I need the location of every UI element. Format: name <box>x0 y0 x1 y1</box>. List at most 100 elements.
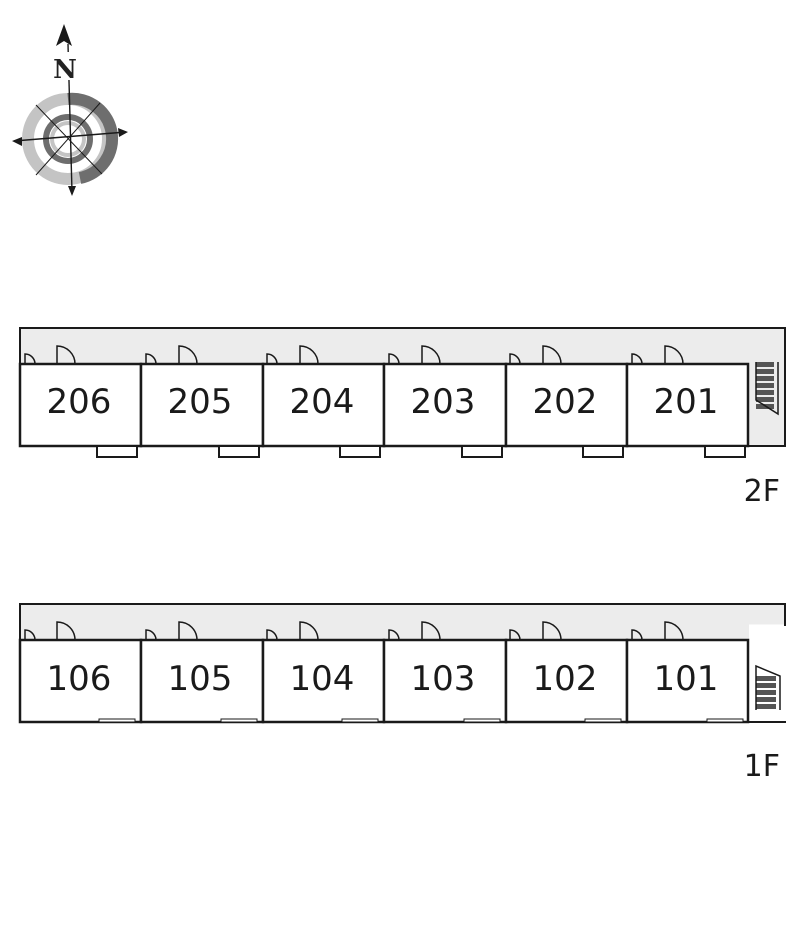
door-icon <box>631 353 643 365</box>
unit-number: 202 <box>533 382 598 422</box>
door-icon <box>631 629 643 641</box>
unit-106: 106 <box>18 621 143 724</box>
unit-room <box>382 638 508 724</box>
door-icon <box>24 629 36 641</box>
door-icon <box>299 345 319 365</box>
door-icon <box>299 621 319 641</box>
unit-203: 203 <box>382 345 508 458</box>
unit-204: 204 <box>261 345 386 458</box>
unit-number: 104 <box>290 659 355 699</box>
door-icon <box>56 621 76 641</box>
unit-104: 104 <box>261 621 386 724</box>
floor-2f: 206 205 204 203 202 <box>18 327 786 509</box>
door-icon <box>421 345 441 365</box>
corridor-1f-landing <box>749 604 785 624</box>
floor-label: 1F <box>744 749 780 784</box>
stairs-tread <box>756 383 774 388</box>
unit-205: 205 <box>139 345 265 458</box>
door-icon <box>24 353 36 365</box>
compass-diagonal-b <box>35 102 101 176</box>
unit-102: 102 <box>504 621 629 724</box>
window-icon <box>706 718 744 723</box>
unit-206: 206 <box>18 345 143 458</box>
window-icon <box>582 445 624 458</box>
door-icon <box>388 353 400 365</box>
unit-105: 105 <box>139 621 265 724</box>
door-icon <box>266 353 278 365</box>
north-label-bg <box>52 52 78 80</box>
stairs-tread <box>756 397 774 402</box>
unit-number: 102 <box>533 659 598 699</box>
unit-number: 203 <box>411 382 476 422</box>
west-arrow-icon <box>12 137 22 146</box>
door-icon <box>542 621 562 641</box>
unit-room <box>18 638 143 724</box>
door-icon <box>266 629 278 641</box>
unit-room <box>504 362 629 448</box>
stairs-tread <box>756 676 776 681</box>
door-icon <box>421 621 441 641</box>
stairs-tread <box>756 683 776 688</box>
unit-room <box>139 362 265 448</box>
stairs-1f <box>755 664 781 710</box>
unit-number: 201 <box>654 382 719 422</box>
door-icon <box>664 621 684 641</box>
window-icon <box>218 445 260 458</box>
stairs-rail <box>755 664 781 710</box>
unit-room <box>625 362 750 448</box>
window-icon <box>220 718 258 723</box>
unit-201: 201 <box>625 345 750 458</box>
door-icon <box>542 345 562 365</box>
stairs-tread <box>756 690 776 695</box>
window-icon <box>339 445 381 458</box>
unit-number: 206 <box>47 382 112 422</box>
stairs-tread <box>756 369 774 374</box>
stairs-rail <box>755 362 779 416</box>
floor-label: 2F <box>744 474 780 509</box>
unit-room <box>139 638 265 724</box>
north-label: N <box>53 55 77 85</box>
door-icon <box>509 353 521 365</box>
stairs-tread <box>756 697 776 702</box>
floor-1f: 106 105 104 103 102 <box>18 603 789 784</box>
unit-number: 101 <box>654 659 719 699</box>
window-icon <box>704 445 746 458</box>
unit-room <box>625 638 750 724</box>
compass: N <box>12 24 128 196</box>
unit-number: 204 <box>290 382 355 422</box>
unit-number: 205 <box>168 382 233 422</box>
door-icon <box>145 629 157 641</box>
unit-101: 101 <box>625 621 750 724</box>
compass-core <box>50 121 86 157</box>
door-icon <box>509 629 521 641</box>
window-icon <box>96 445 138 458</box>
unit-202: 202 <box>504 345 629 458</box>
unit-room <box>261 638 386 724</box>
window-icon <box>461 445 503 458</box>
stairs-tread <box>756 376 774 381</box>
window-icon <box>98 718 136 723</box>
window-icon <box>584 718 622 723</box>
window-icon <box>341 718 379 723</box>
unit-number: 106 <box>47 659 112 699</box>
door-icon <box>145 353 157 365</box>
door-icon <box>178 345 198 365</box>
unit-room <box>261 362 386 448</box>
door-icon <box>56 345 76 365</box>
door-icon <box>664 345 684 365</box>
north-arrow-icon <box>56 24 72 46</box>
unit-103: 103 <box>382 621 508 724</box>
unit-number: 105 <box>168 659 233 699</box>
compass-diagonal-a <box>35 104 103 175</box>
stairs-tread <box>756 390 774 395</box>
unit-number: 103 <box>411 659 476 699</box>
east-arrow-icon <box>118 128 128 137</box>
window-icon <box>463 718 501 723</box>
south-arrow-icon <box>68 186 76 196</box>
stairs-2f <box>755 362 779 416</box>
door-icon <box>178 621 198 641</box>
door-icon <box>388 629 400 641</box>
stairs-tread <box>756 362 774 367</box>
stairs-tread <box>756 704 776 709</box>
